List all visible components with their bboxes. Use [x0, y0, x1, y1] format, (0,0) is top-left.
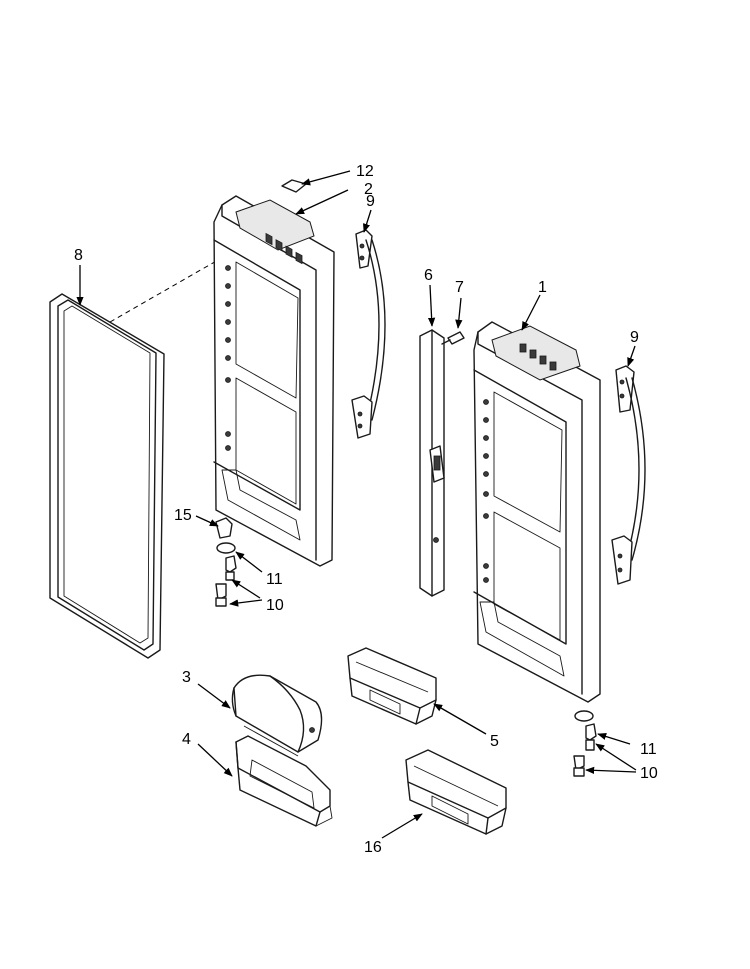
- shelf-notches: [225, 265, 231, 451]
- callout-7: 7: [455, 279, 464, 296]
- bin-frame: [235, 735, 333, 827]
- callout-9-right: 9: [630, 329, 639, 346]
- leader-lines: [76, 170, 637, 839]
- callout-11-right: 11: [640, 741, 657, 758]
- callout-10-right: 10: [640, 765, 658, 782]
- door-bin-large: [405, 749, 507, 835]
- callout-8: 8: [74, 247, 83, 264]
- callout-labels: 12 2 9 8 6 7 1 9 15 11 10 3 4 5 11 10 16: [74, 163, 658, 856]
- callout-4: 4: [182, 731, 191, 748]
- shelf-notches-right: [483, 399, 489, 583]
- right-door-handle: [611, 365, 646, 585]
- right-hinge-hardware: [573, 710, 597, 777]
- right-door-liner: [473, 321, 601, 703]
- alignment-line: [109, 251, 233, 323]
- callout-5: 5: [490, 733, 499, 750]
- left-hinge-hardware: [215, 517, 237, 607]
- callout-6: 6: [424, 267, 433, 284]
- door-cap: [281, 179, 307, 193]
- mullion-screw: [441, 331, 465, 345]
- center-mullion: [419, 329, 445, 597]
- callout-10-left: 10: [266, 597, 284, 614]
- callout-1: 1: [538, 279, 547, 296]
- door-bin-small: [347, 647, 437, 725]
- callout-2: 2: [364, 181, 373, 198]
- left-door-liner: [213, 195, 335, 567]
- callout-3: 3: [182, 669, 191, 686]
- callout-16: 16: [364, 839, 382, 856]
- callout-12: 12: [356, 163, 374, 180]
- door-gasket: [49, 293, 165, 659]
- left-door-handle: [351, 229, 386, 439]
- callout-15: 15: [174, 507, 192, 524]
- bin-cover: [231, 674, 323, 757]
- callout-11-left: 11: [266, 571, 283, 588]
- callout-9-left: 9: [366, 193, 375, 210]
